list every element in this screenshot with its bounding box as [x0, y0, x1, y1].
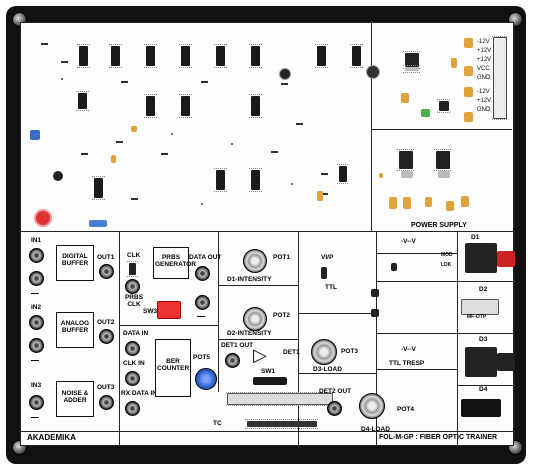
in1-label: IN1	[31, 237, 42, 244]
pot3-label: POT3	[341, 348, 358, 355]
ber-counter-label: BER COUNTER	[157, 358, 190, 372]
det1-out-jack[interactable]	[225, 353, 240, 368]
data-out-label: DATA OUT	[189, 254, 222, 261]
d4-label: D4	[479, 386, 488, 393]
pot2-knob[interactable]	[243, 307, 267, 331]
prbs-generator-block	[153, 247, 189, 279]
d2-label: D2	[479, 286, 488, 293]
ber-counter-block	[155, 339, 191, 397]
data-out-jack[interactable]	[195, 266, 210, 281]
d1-intensity-label: D1-INTENSITY	[227, 276, 272, 283]
d2-component	[461, 299, 499, 315]
d3-load-label: D3-LOAD	[313, 366, 342, 373]
ldk-label: LDK	[441, 262, 452, 268]
pot1-label: POT1	[273, 254, 290, 261]
out1-label: OUT1	[97, 254, 115, 261]
d3-connector[interactable]	[465, 347, 497, 377]
dip-switch[interactable]	[157, 301, 181, 319]
in2-jack[interactable]	[29, 315, 44, 330]
model-label: FOL-M-GP : FIBER OPTIC TRAINER	[379, 434, 498, 441]
det1-label: DET1	[283, 349, 300, 356]
front-panel: POWER SUPPLY	[20, 22, 515, 446]
pwr-label-2: +12V	[477, 57, 492, 63]
in2-label: IN2	[31, 304, 42, 311]
in1-gnd-jack[interactable]	[29, 271, 44, 286]
pot5-label: POT5	[193, 354, 210, 361]
pwr-label-0: -12V	[477, 39, 490, 45]
det2-out-label: DET2 OUT	[319, 388, 352, 395]
mfotp-label: MF-OTP	[467, 314, 487, 320]
prbs-generator-label: PRBS GENERATOR	[155, 254, 196, 268]
pot4-label: POT4	[397, 406, 414, 413]
d1-connector[interactable]	[465, 243, 497, 273]
power-supply-label: POWER SUPPLY	[411, 222, 467, 229]
pot3-knob[interactable]	[311, 339, 337, 365]
data-in-jack[interactable]	[125, 341, 140, 356]
d1-label: D1	[471, 234, 480, 241]
pwr-label-6: +12V	[477, 98, 492, 104]
clk-in-jack[interactable]	[125, 371, 140, 386]
out3-jack[interactable]	[99, 395, 114, 410]
data-in-label: DATA IN	[123, 330, 149, 337]
pwr-label-7: GND	[477, 107, 491, 113]
sw3-label: SW3	[143, 308, 158, 315]
rx-data-in-jack[interactable]	[125, 401, 140, 416]
in2-gnd-jack[interactable]	[29, 338, 44, 353]
in1-jack[interactable]	[29, 248, 44, 263]
sw1-switch[interactable]	[253, 377, 287, 385]
out1-jack[interactable]	[99, 264, 114, 279]
in3-label: IN3	[31, 382, 42, 389]
rx-data-in-label: RX DATA IN	[121, 390, 157, 397]
mod-label: MOD	[441, 252, 453, 258]
out3-label: OUT3	[97, 384, 115, 391]
clk-in-label: CLK IN	[123, 360, 145, 367]
tc-label: TC	[213, 420, 222, 427]
clk-label: CLK	[127, 252, 141, 259]
prbs-gnd-jack[interactable]	[195, 295, 210, 310]
d4-component	[461, 399, 501, 417]
det1-out-label: DET1 OUT	[221, 342, 254, 349]
vip-label: VI/P	[321, 254, 334, 261]
prbs-clk-jack[interactable]	[125, 279, 140, 294]
digital-buffer-block	[56, 245, 94, 281]
pot1-knob[interactable]	[243, 249, 267, 273]
pwr-label-5: -12V	[477, 89, 490, 95]
pwr-label-3: VCC	[477, 66, 490, 72]
pot4-knob[interactable]	[359, 393, 385, 419]
ttl-label: TTL	[325, 284, 337, 291]
out2-label: OUT2	[97, 319, 115, 326]
det2-out-jack[interactable]	[327, 401, 342, 416]
noise-adder-block	[56, 381, 94, 417]
pwr-label-1: +12V	[477, 48, 492, 54]
pot2-label: POT2	[273, 312, 290, 319]
d4-load-label: D4-LOAD	[361, 426, 390, 433]
prbs-clk-label: PRBS CLK	[124, 294, 144, 308]
minus-vc-label-top: -V--V	[401, 238, 416, 245]
test-connector-strip	[226, 392, 334, 406]
ttl-resp-label: TTL TRESP	[389, 360, 425, 367]
d2-intensity-label: D2-INTENSITY	[227, 330, 272, 337]
pot5-knob[interactable]	[195, 368, 217, 390]
brand-label: AKADEMIKA	[27, 433, 76, 442]
d3-label: D3	[479, 336, 488, 343]
pwr-label-4: GND	[477, 75, 491, 81]
analog-buffer-label: ANALOG BUFFER	[60, 320, 90, 334]
sw1-label: SW1	[261, 368, 276, 375]
out2-jack[interactable]	[99, 329, 114, 344]
minus-vc-label-bot: -V--V	[401, 346, 416, 353]
digital-buffer-label: DIGITAL BUFFER	[61, 253, 89, 267]
in3-jack[interactable]	[29, 395, 44, 410]
noise-adder-label: NOISE & ADDER	[61, 390, 89, 404]
analog-buffer-block	[56, 312, 94, 348]
